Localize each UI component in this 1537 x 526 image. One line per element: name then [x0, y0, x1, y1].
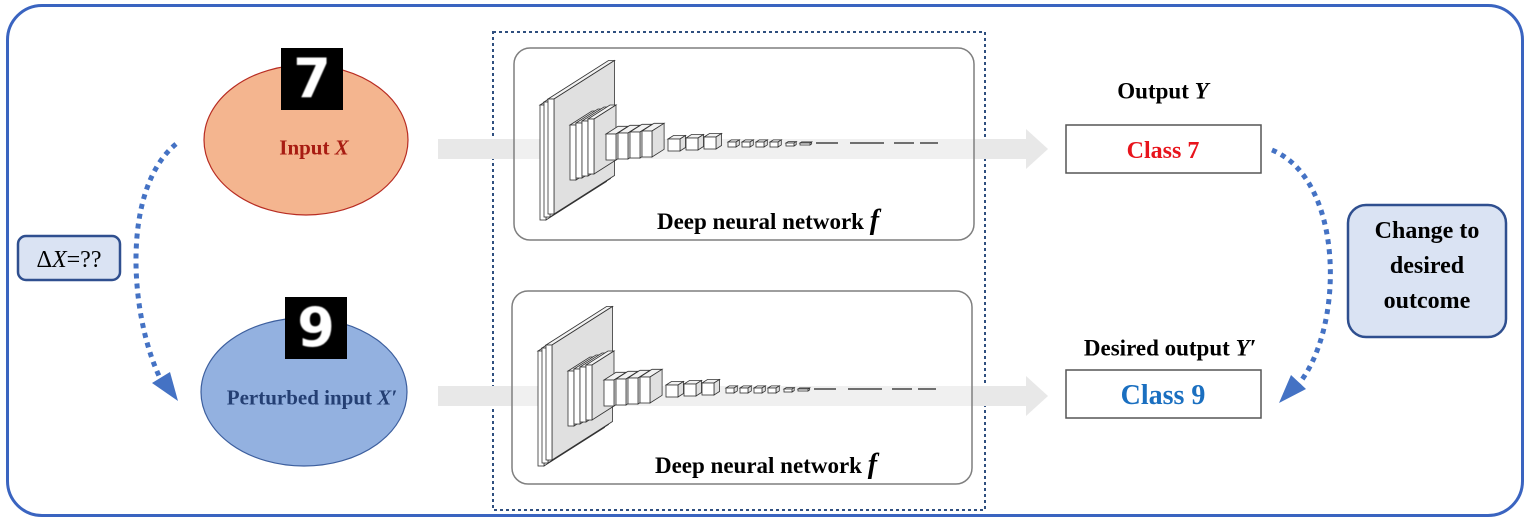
digit-7-glyph: 7 [293, 47, 331, 110]
network-container [492, 31, 986, 511]
digit-9-image: 9 [285, 297, 347, 359]
desired-class-box [1065, 369, 1262, 419]
network-label-top: Deep neural network f [656, 205, 880, 236]
input-label: Input X [279, 135, 349, 160]
dotted-arrow-right-head [1279, 375, 1306, 403]
dotted-arrow-left-head [152, 372, 178, 401]
diagram-frame [6, 4, 1524, 517]
output-class-value: Class 7 [1126, 138, 1200, 164]
change-box [1346, 203, 1508, 339]
network-label-bottom: Deep neural network f [654, 449, 878, 480]
delta-box [16, 234, 122, 282]
output-class-box [1065, 124, 1262, 174]
delta-label: ΔX=?? [36, 247, 102, 273]
output-heading: Output Y [1117, 78, 1209, 104]
desired-class-value: Class 9 [1120, 380, 1206, 411]
dotted-arrow-right [1271, 147, 1333, 388]
desired-output-heading: Desired output Y′ [1083, 335, 1257, 361]
dotted-arrow-left [133, 142, 178, 384]
digit-7-image: 7 [281, 48, 343, 110]
digit-9-glyph: 9 [297, 296, 335, 359]
change-label: Change to desired outcome [1374, 218, 1480, 314]
perturbed-input-label: Perturbed input X′ [226, 385, 398, 410]
cnn-illustration-bottom [536, 305, 936, 467]
cnn-illustration-top [538, 59, 938, 221]
